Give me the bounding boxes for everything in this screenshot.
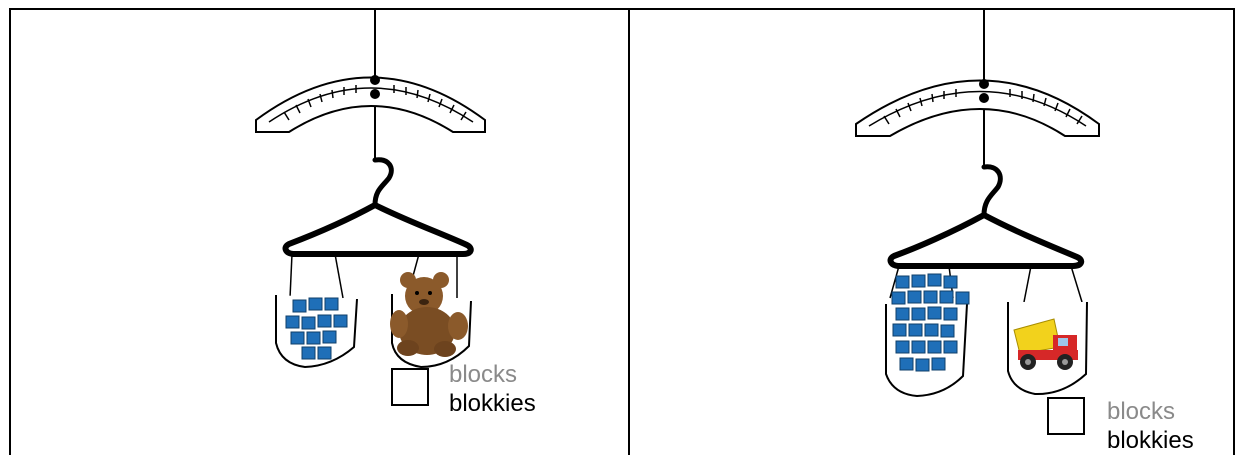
left-hanger [286,160,471,254]
worksheet-table: blocks blokkies [9,8,1235,455]
right-bucket-truck [1008,302,1087,394]
right-panel: blocks blokkies [630,10,1235,457]
right-answer-box[interactable] [1047,397,1085,435]
right-hanger [891,167,1082,266]
right-afrikaans-label: blokkies [1107,427,1194,455]
left-afrikaans-label: blokkies [449,390,536,418]
left-english-label: blocks [449,361,517,389]
left-answer-box[interactable] [391,368,429,406]
left-panel: blocks blokkies [11,10,628,457]
right-scale-dial [856,79,1099,136]
right-bucket-blocks [886,274,969,396]
left-scale-dial [256,75,485,132]
right-scale-illustration [630,10,1235,457]
left-bucket-teddy [390,272,471,367]
right-english-label: blocks [1107,398,1175,426]
left-bucket-blocks [276,295,357,367]
